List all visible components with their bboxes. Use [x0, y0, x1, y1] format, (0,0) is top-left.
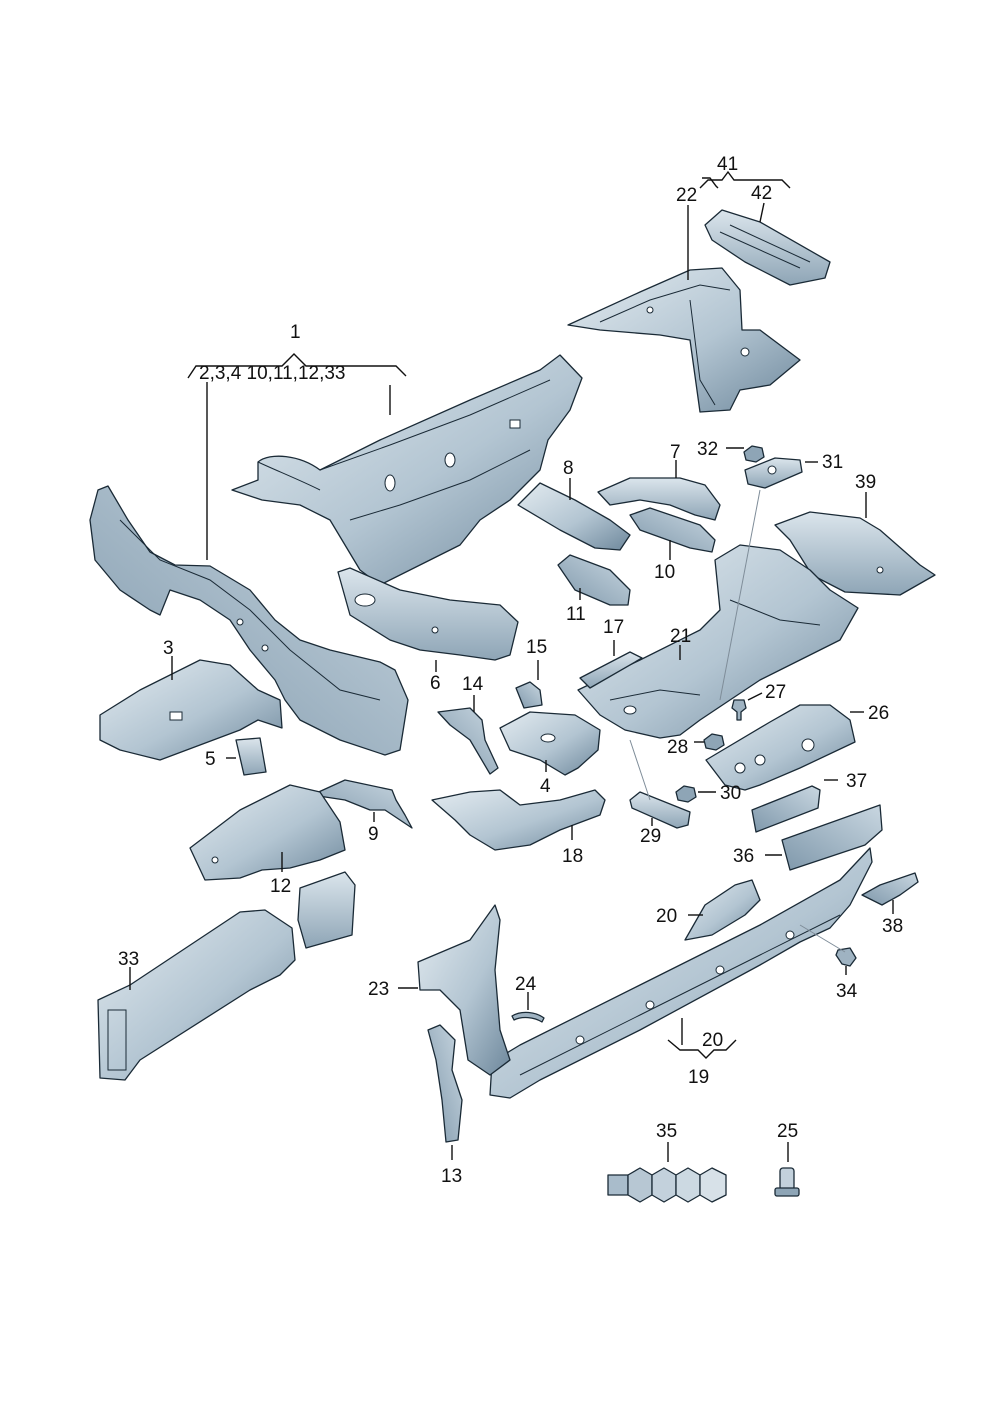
part-20-sill-reinforcement[interactable] — [684, 879, 761, 941]
part-5-bracket[interactable] — [226, 737, 267, 776]
label-17: 17 — [603, 617, 624, 638]
part-26-underbody-plate[interactable] — [705, 704, 864, 791]
label-28: 28 — [667, 737, 688, 758]
part-2-front-longitudinal[interactable] — [89, 485, 409, 756]
label-33: 33 — [118, 949, 139, 970]
part-10-rail[interactable] — [629, 507, 716, 560]
part-7-crossmember[interactable] — [597, 460, 721, 521]
part-38-bracket[interactable] — [861, 872, 919, 914]
part-33-bumper-bracket[interactable] — [97, 871, 356, 1081]
part-24-clip[interactable] — [511, 992, 545, 1023]
part-3-strut-support[interactable] — [99, 656, 283, 761]
part-37-reinforcement[interactable] — [751, 779, 838, 833]
label-20-upper: 20 — [656, 906, 677, 927]
label-36: 36 — [733, 846, 754, 867]
part-1-front-structure[interactable] — [231, 354, 583, 586]
part-28-nut[interactable] — [694, 733, 725, 751]
part-6-wheelhouse-panel[interactable] — [337, 567, 519, 672]
label-8: 8 — [563, 458, 574, 479]
part-13-pillar-reinforcement[interactable] — [427, 1024, 463, 1160]
label-13: 13 — [441, 1166, 462, 1187]
part-36-reinforcement[interactable] — [765, 804, 883, 871]
label-19: 19 — [688, 1067, 709, 1088]
part-21-floor-pan[interactable] — [577, 544, 859, 739]
label-1-group: 2,3,4 10,11,12,33 — [199, 363, 346, 384]
label-12: 12 — [270, 876, 291, 897]
label-39: 39 — [855, 472, 876, 493]
part-34-bolt[interactable] — [835, 947, 857, 975]
label-37: 37 — [846, 771, 867, 792]
label-7: 7 — [670, 442, 681, 463]
label-20-group: 20 — [702, 1030, 723, 1051]
label-3: 3 — [163, 638, 174, 659]
label-6: 6 — [430, 673, 441, 694]
label-42: 42 — [751, 183, 772, 204]
callout-41-group — [687, 170, 791, 280]
label-22: 22 — [676, 185, 697, 206]
label-15: 15 — [526, 637, 547, 658]
label-34: 34 — [836, 981, 858, 1002]
guide-line — [629, 739, 651, 801]
part-42-rear-crossmember[interactable] — [704, 209, 831, 286]
label-4: 4 — [540, 776, 551, 797]
label-25: 25 — [777, 1121, 798, 1142]
label-18: 18 — [562, 846, 583, 867]
label-29: 29 — [640, 826, 661, 847]
part-15-bracket[interactable] — [515, 660, 543, 709]
label-30: 30 — [720, 783, 741, 804]
part-29-block[interactable] — [629, 791, 691, 829]
label-21: 21 — [670, 626, 691, 647]
part-4-floor-section[interactable] — [499, 711, 601, 776]
part-12-side-member-front[interactable] — [189, 784, 346, 881]
part-17-strip[interactable] — [579, 640, 643, 689]
label-24: 24 — [515, 974, 537, 995]
label-9: 9 — [368, 824, 379, 845]
part-22-rear-floor[interactable] — [567, 267, 801, 413]
callout-1-group — [187, 353, 407, 560]
label-32: 32 — [697, 439, 718, 460]
callout-19-group — [667, 1018, 737, 1059]
label-31: 31 — [822, 452, 843, 473]
part-18-front-side-member[interactable] — [431, 789, 606, 851]
part-8-side-rail[interactable] — [517, 478, 631, 551]
part-11-rail[interactable] — [557, 554, 631, 606]
guide-line — [719, 489, 761, 701]
label-10: 10 — [654, 562, 675, 583]
label-41: 41 — [717, 154, 738, 175]
part-30-nut[interactable] — [675, 785, 716, 803]
label-38: 38 — [882, 916, 903, 937]
label-14: 14 — [462, 674, 484, 695]
part-23-a-pillar[interactable] — [398, 904, 511, 1076]
label-27: 27 — [765, 682, 786, 703]
part-31-plate[interactable] — [744, 457, 818, 489]
label-5: 5 — [205, 749, 216, 770]
part-27-bolt[interactable] — [731, 692, 763, 721]
guide-line — [799, 924, 846, 953]
label-35: 35 — [656, 1121, 677, 1142]
label-11: 11 — [566, 604, 586, 625]
part-19-side-sill[interactable] — [489, 847, 873, 1099]
part-35-hex-strip[interactable] — [607, 1142, 727, 1203]
label-1: 1 — [290, 322, 301, 343]
part-25-rivet-nut[interactable] — [774, 1142, 800, 1197]
part-32-nut[interactable] — [726, 445, 765, 463]
label-23: 23 — [368, 979, 389, 1000]
part-9-reinforcement[interactable] — [311, 779, 413, 829]
label-26: 26 — [868, 703, 889, 724]
part-14-bracket[interactable] — [437, 695, 499, 775]
